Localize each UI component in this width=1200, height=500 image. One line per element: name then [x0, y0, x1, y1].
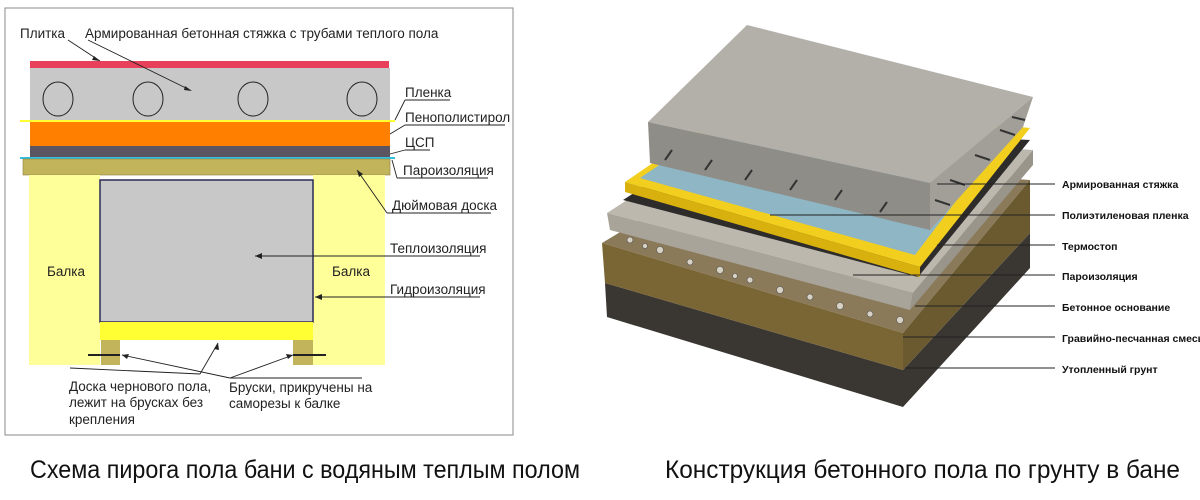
leader-lines: [67, 39, 505, 379]
beam-left: [29, 175, 100, 365]
screed-layer: [30, 68, 390, 120]
concrete-base-side: [910, 150, 1033, 310]
label-beam-right: Балка: [332, 264, 370, 279]
label-subfloor-line2: лежит на брусках без: [69, 395, 203, 410]
label-vapor: Пароизоляция: [403, 163, 494, 178]
screed-side: [930, 97, 1033, 230]
right-leader-lines: [770, 183, 1055, 369]
label-foam: Пенополистирол: [405, 110, 510, 125]
arrowheads: [92, 56, 363, 359]
sand-layer-front: [602, 243, 903, 370]
label-vapor-barrier: Пароизоляция: [1062, 271, 1138, 283]
pipe: [346, 81, 378, 117]
label-waterproof: Гидроизоляция: [390, 282, 486, 297]
label-gravel-sand: Гравийно-песчанная смесь: [1062, 333, 1200, 345]
label-bars-line2: саморезы к балке: [229, 396, 340, 411]
label-beam-left: Балка: [47, 264, 85, 279]
label-reinforced-screed: Армированная стяжка: [1062, 179, 1178, 191]
insulation-layer: [99, 179, 314, 323]
gravel-layer: [626, 236, 904, 324]
left-caption: Схема пирога пола бани с водяным теплым …: [30, 456, 580, 484]
board-layer: [22, 158, 391, 176]
heating-pipes: [42, 81, 378, 117]
concrete-base-front: [607, 213, 913, 310]
bar-right: [293, 340, 313, 365]
label-insulation: Теплоизоляция: [390, 241, 486, 256]
pipe: [237, 81, 269, 117]
label-screed: Армированная бетонная стяжка с трубами т…: [85, 26, 439, 41]
label-subfloor-line1: Доска чернового пола,: [69, 379, 211, 394]
right-caption: Конструкция бетонного пола по грунту в б…: [665, 456, 1180, 484]
screed-front: [648, 122, 930, 230]
csp-layer: [30, 146, 390, 157]
label-board: Дюймовая доска: [392, 198, 498, 213]
pipe: [42, 81, 74, 117]
beam-right: [313, 175, 385, 365]
bath-floor-scheme: Плитка Армированная бетонная стяжка с тр…: [4, 7, 514, 436]
label-csp: ЦСП: [405, 135, 434, 150]
label-tile: Плитка: [20, 26, 66, 41]
screed-top: [648, 25, 1033, 183]
label-termostop: Термостоп: [1062, 241, 1118, 253]
bar-left: [101, 340, 120, 365]
label-compacted-ground: Утопленный грунт: [1062, 364, 1158, 376]
subfloor-board: [100, 322, 313, 340]
label-concrete-base: Бетонное основание: [1062, 302, 1170, 314]
concrete-floor-3d-illustration: Армированная стяжка Полиэтиленовая пленк…: [602, 25, 1200, 407]
label-bars-line1: Бруски, прикручены на: [229, 380, 373, 395]
rebar-ends: [664, 116, 1026, 213]
foam-layer: [30, 122, 390, 146]
termostop-front: [625, 182, 920, 277]
label-film: Пленка: [405, 85, 452, 100]
label-subfloor-line3: крепления: [69, 412, 135, 427]
label-polyethylene-film: Полиэтиленовая пленка: [1062, 210, 1189, 222]
pipe: [132, 81, 164, 117]
ground-layer: [605, 233, 1030, 407]
tile-layer: [30, 61, 389, 68]
